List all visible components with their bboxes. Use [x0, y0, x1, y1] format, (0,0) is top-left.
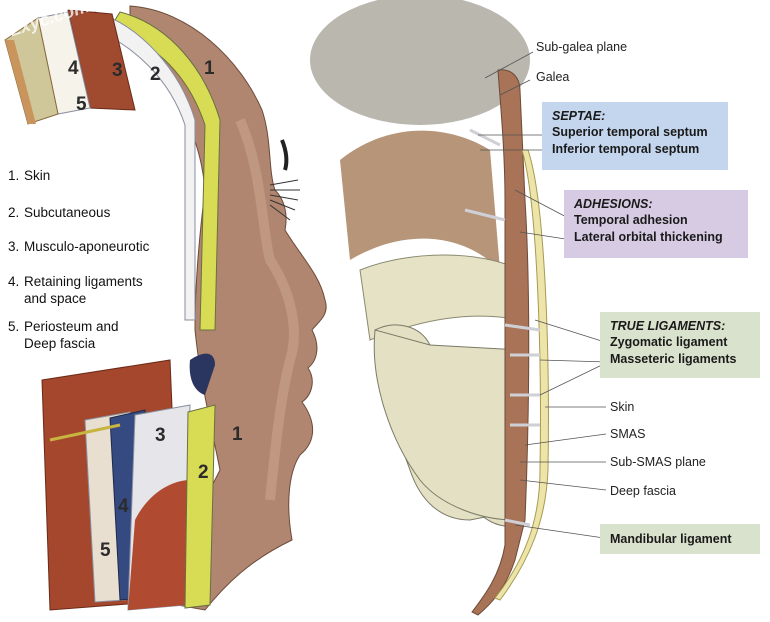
subcutaneous-bottom: [184, 404, 216, 609]
leader-lines: [478, 51, 609, 539]
galea-smas-band: [471, 69, 530, 616]
dark-fat-pad: [189, 353, 215, 395]
mandibular-ligament: Mandibular ligament: [610, 532, 732, 546]
layer-number-5-top: 5: [76, 94, 87, 115]
layer-number-4-bottom: 4: [118, 496, 129, 517]
adhesions-title: ADHESIONS:: [574, 197, 653, 211]
eyelashes: [269, 179, 300, 221]
layer-number-4-top: 4: [68, 58, 79, 79]
label-galea: Galea: [536, 70, 570, 84]
temporal-adhesion: Temporal adhesion: [574, 213, 688, 227]
nerve: [49, 423, 121, 442]
ligament-fibers: [464, 128, 541, 527]
legend-item-musculo-aponeurotic: 3.Musculo-aponeurotic: [8, 239, 150, 254]
mandibular-ligament-box: Mandibular ligament: [600, 524, 760, 554]
masseteric-ligaments: Masseteric ligaments: [610, 352, 737, 366]
layer-number-5-bottom: 5: [100, 540, 111, 561]
inferior-temporal-septum: Inferior temporal septum: [552, 142, 700, 156]
septae-title: SEPTAE:: [552, 109, 606, 123]
label-smas: SMAS: [610, 427, 646, 441]
face-highlight: [235, 117, 299, 501]
zygomatic-ligament: Zygomatic ligament: [610, 335, 728, 349]
hair: [310, 0, 530, 125]
layer-number-2-top: 2: [150, 64, 161, 85]
legend-item-subcutaneous: 2.Subcutaneous: [8, 205, 111, 220]
bone-edge-top: [5, 40, 36, 124]
label-deep-fascia: Deep fascia: [610, 484, 677, 498]
label-skin: Skin: [610, 400, 635, 414]
eyebrow: [280, 139, 289, 171]
label-sub-galea-plane: Sub-galea plane: [536, 40, 628, 54]
legend-item-skin: 1.Skin: [8, 168, 51, 183]
layer-number-1-top: 1: [204, 58, 215, 79]
adhesions-box: ADHESIONS: Temporal adhesion Lateral orb…: [564, 190, 748, 258]
layer-number-1-bottom: 1: [232, 424, 243, 445]
septae-box: SEPTAE: Superior temporal septum Inferio…: [542, 102, 728, 170]
layer-number-3-bottom: 3: [155, 425, 166, 446]
label-sub-smas-plane: Sub-SMAS plane: [610, 455, 706, 469]
true-ligaments-box: TRUE LIGAMENTS: Zygomatic ligament Masse…: [600, 312, 760, 378]
temporalis-muscle: [340, 130, 500, 270]
layer-number-3-top: 3: [112, 60, 123, 81]
lateral-orbital-thickening: Lateral orbital thickening: [574, 230, 723, 244]
superior-temporal-septum: Superior temporal septum: [552, 125, 708, 139]
mandible-body: [373, 329, 521, 521]
smas-muscle-bottom: [128, 480, 190, 610]
legend-item-periosteum: 5.Periosteum and Deep fascia: [8, 319, 119, 351]
legend-item-retaining-ligaments: 4.Retaining ligaments and space: [8, 274, 143, 306]
true-ligaments-title: TRUE LIGAMENTS:: [610, 319, 726, 333]
smas-layer-top: [87, 11, 196, 321]
skin-line: [494, 149, 549, 601]
layer-number-2-bottom: 2: [198, 462, 209, 483]
